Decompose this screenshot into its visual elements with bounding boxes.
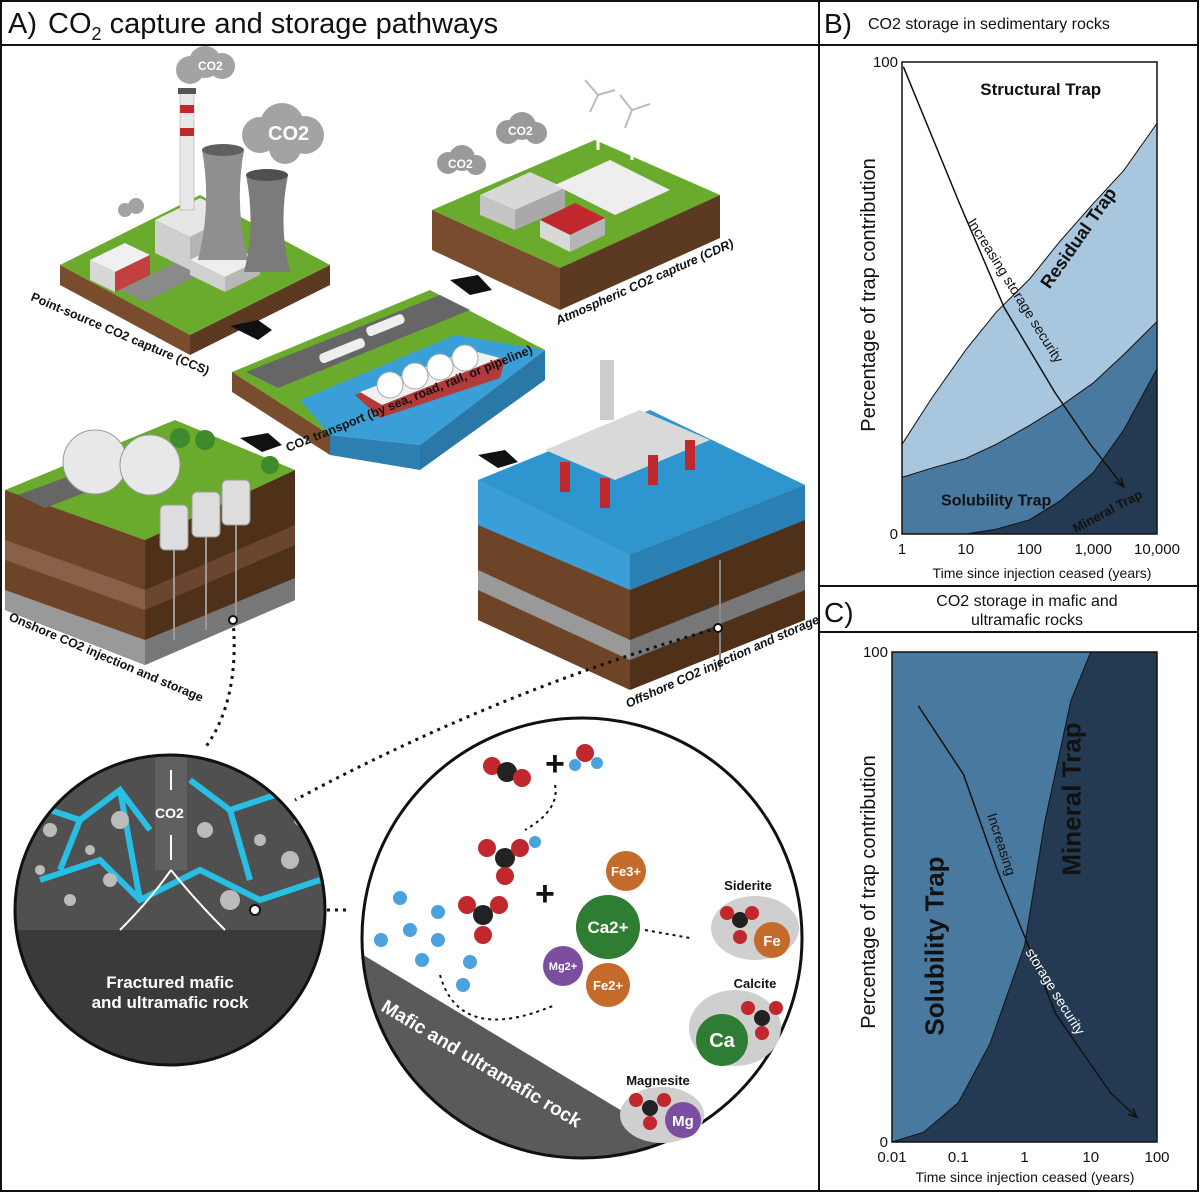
- h2o-molecule: [569, 744, 603, 771]
- mg2-label: Mg2+: [549, 961, 577, 973]
- carbonate-ion-molecule: [458, 896, 508, 944]
- panel-a-header: A) CO2 capture and storage pathways: [8, 8, 498, 44]
- x-tick-label: 0.1: [948, 1149, 969, 1166]
- arrow-3-icon: [240, 433, 282, 452]
- x-tick-label: 100: [1144, 1149, 1169, 1166]
- series-label: Solubility Trap: [920, 856, 950, 1035]
- x-tick-label: 0.01: [877, 1149, 906, 1166]
- y-tick-label: 0: [880, 1134, 888, 1151]
- panel-a-letter: A): [8, 8, 37, 40]
- calcite-co3: [741, 1001, 783, 1040]
- series-label: Mineral Trap: [1056, 722, 1086, 875]
- point-source-block: CO2 CO2: [60, 46, 330, 355]
- siderite-label: Siderite: [724, 878, 772, 893]
- panel-c-header: C) CO2 storage in mafic and ultramafic r…: [824, 593, 1118, 629]
- security-arrow-line: [917, 705, 1138, 1119]
- y-tick-label: 0: [890, 526, 898, 543]
- smoke-label-2: CO2: [268, 123, 309, 145]
- panel-c-letter: C): [824, 597, 854, 628]
- fracture-co2-label: CO2: [155, 805, 184, 821]
- h-plus-ions: [374, 891, 477, 992]
- carbonic-acid-molecule: [478, 836, 541, 885]
- smoke-cloud-icon: [118, 46, 324, 217]
- series-label: Structural Trap: [980, 80, 1101, 99]
- panel-c-xlabel: Time since injection ceased (years): [916, 1169, 1135, 1185]
- plot-frame: [901, 61, 1158, 535]
- flow-arrows: [230, 275, 518, 468]
- panel-c-title-line1: CO2 storage in mafic and: [936, 593, 1117, 610]
- security-arrow-line: [902, 66, 1125, 488]
- panel-c-ylabel: Percentage of trap contribution: [858, 755, 880, 1029]
- atmospheric-block: CO2 CO2: [432, 79, 720, 310]
- wind-turbine-icon: [596, 95, 634, 160]
- magnesite-mg: Mg: [672, 1113, 694, 1130]
- siderite-co3: [720, 906, 759, 944]
- x-tick-label: 100: [1017, 541, 1042, 558]
- atmo-cloud-icon: [437, 112, 547, 175]
- y-tick-label: 100: [873, 54, 898, 71]
- magnesite-co3: [629, 1093, 671, 1130]
- x-tick-label: 10: [1082, 1149, 1099, 1166]
- plus-top: +: [545, 745, 565, 783]
- x-tick-label: 1,000: [1074, 541, 1112, 558]
- transport-block: [232, 290, 545, 470]
- calcite-label: Calcite: [734, 976, 777, 991]
- atmo-co2-label-2: CO2: [508, 124, 533, 138]
- security-arrowhead-icon: [1114, 476, 1125, 489]
- x-tick-label: 10,000: [1134, 541, 1180, 558]
- fe2-label: Fe2+: [593, 978, 623, 993]
- panel-b-letter: B): [824, 8, 852, 39]
- panel-b-header: B) CO2 storage in sedimentary rocks: [824, 8, 1110, 39]
- ca2-label: Ca2+: [587, 918, 628, 937]
- atmo-co2-label-1: CO2: [448, 157, 473, 171]
- panel-b-title: CO2 storage in sedimentary rocks: [868, 16, 1110, 33]
- fe3-label: Fe3+: [611, 864, 641, 879]
- co2-molecule-top: [483, 757, 531, 787]
- security-arrowhead-icon: [1127, 1108, 1139, 1119]
- panel-c-title-line2: ultramafic rocks: [971, 612, 1083, 629]
- plot-frame: [891, 651, 1158, 1143]
- panel-a-title: CO2 capture and storage pathways: [48, 8, 498, 44]
- plus-mid: +: [535, 875, 555, 913]
- onshore-block: [5, 420, 295, 665]
- x-tick-label: 10: [957, 541, 974, 558]
- x-tick-label: 1: [1020, 1149, 1028, 1166]
- y-tick-label: 100: [863, 644, 888, 661]
- cation-group: [543, 851, 646, 1007]
- fracture-label-line2: and ultramafic rock: [92, 993, 249, 1012]
- arrow-4-icon: [478, 450, 518, 468]
- arrow-1-icon: [230, 320, 272, 340]
- series-label: Solubility Trap: [941, 493, 1051, 510]
- fracture-label-line1: Fractured mafic: [106, 973, 234, 992]
- smoke-label-1: CO2: [198, 59, 223, 73]
- panel-b-ylabel: Percentage of trap contribution: [858, 158, 880, 432]
- fractured-rock-circle: [15, 755, 325, 1065]
- x-tick-label: 1: [898, 541, 906, 558]
- panel-b-xlabel: Time since injection ceased (years): [933, 565, 1152, 581]
- siderite-fe: Fe: [763, 933, 781, 950]
- magnesite-label: Magnesite: [626, 1073, 690, 1088]
- calcite-ca: Ca: [709, 1030, 735, 1052]
- offshore-block: [478, 360, 805, 690]
- dotted-connectors: [203, 619, 719, 912]
- arrow-2-icon: [450, 275, 492, 295]
